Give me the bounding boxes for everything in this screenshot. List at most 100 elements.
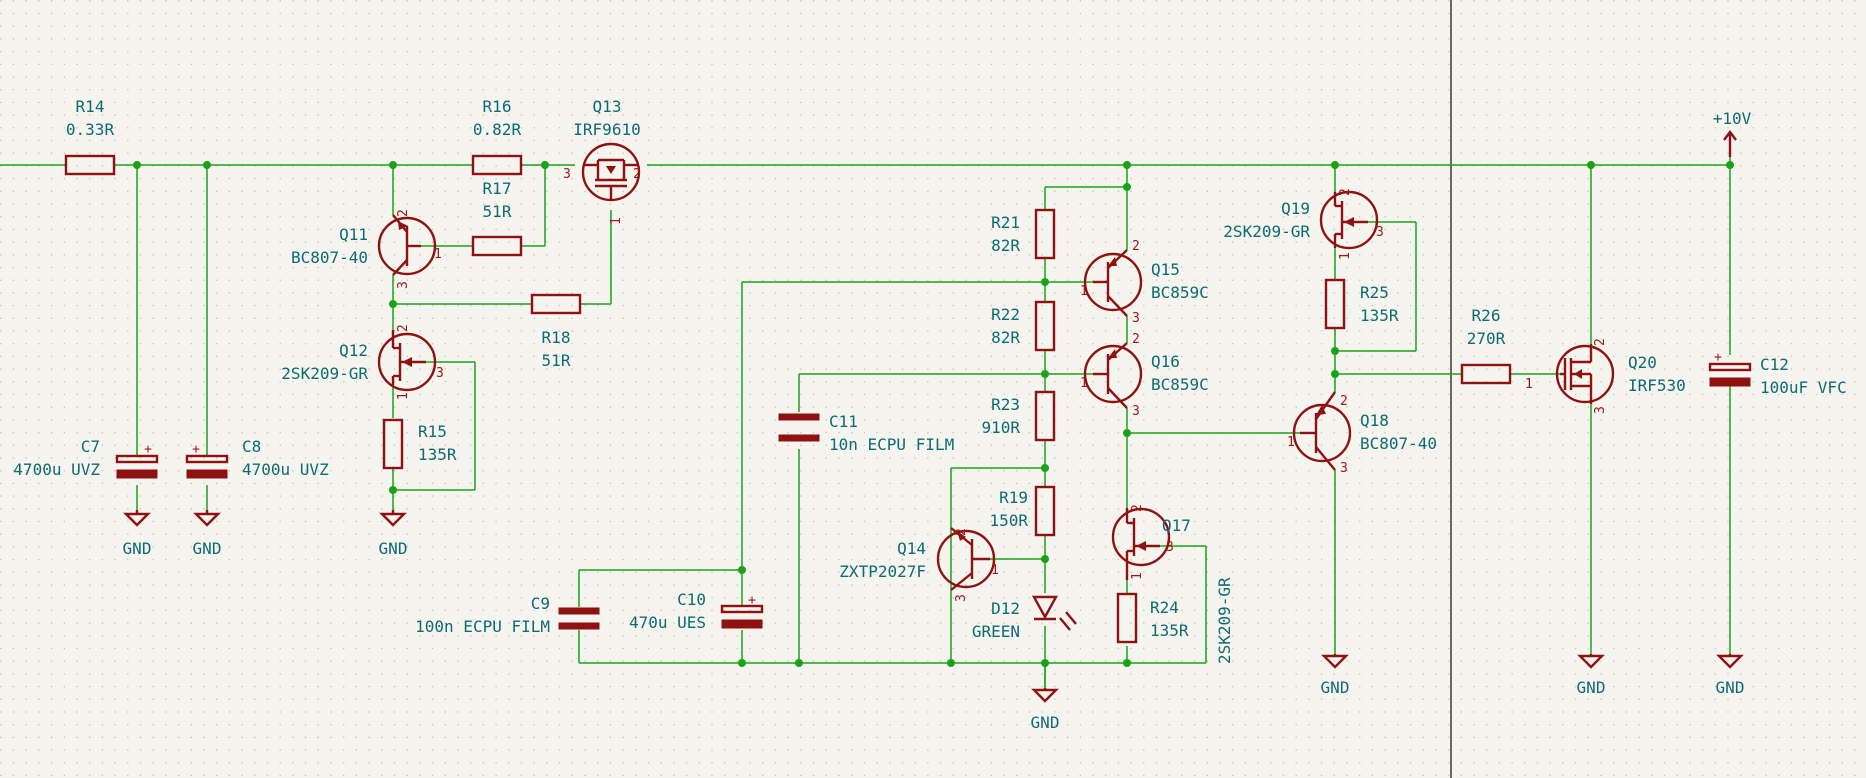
R26-ref: R26	[1472, 306, 1501, 325]
gnd-label: GND	[1321, 678, 1350, 697]
Q13-value: IRF9610	[573, 120, 640, 139]
Q18-pin2: 2	[1340, 394, 1348, 409]
Q15-value: BC859C	[1151, 283, 1209, 302]
Q20-value: IRF530	[1628, 376, 1686, 395]
resistor-R14[interactable]: R14 0.33R	[64, 97, 116, 176]
resistor-R25[interactable]: R25 135R	[1324, 278, 1399, 330]
gnd-label: GND	[1716, 678, 1745, 697]
C7-ref: C7	[81, 437, 100, 456]
Q18-pin1: 1	[1287, 435, 1295, 450]
transistor-Q18[interactable]: 1 2 3 Q18 BC807-40	[1287, 391, 1437, 476]
C11-ref: C11	[829, 412, 858, 431]
jfet-Q19[interactable]: 3 2 1 Q19 2SK209-GR	[1223, 188, 1384, 260]
Q18-ref: Q18	[1360, 411, 1389, 430]
resistor-R16[interactable]: R16 0.82R	[471, 97, 523, 176]
Q14-value: ZXTP2027F	[839, 562, 926, 581]
resistor-R18[interactable]: R18 51R	[530, 293, 582, 370]
Q19-ref: Q19	[1281, 199, 1310, 218]
mosfet-Q20[interactable]: 1 2 3 Q20 IRF530	[1525, 338, 1686, 414]
Q14-pin3: 3	[954, 594, 969, 602]
gnd-label: GND	[193, 539, 222, 558]
Q20-pin1: 1	[1525, 377, 1533, 392]
resistor-R24[interactable]: R24 135R	[1116, 592, 1189, 644]
resistor-R17[interactable]: R17 51R	[471, 179, 523, 257]
resistor-R15[interactable]: R15 135R	[382, 418, 457, 470]
capacitor-C7[interactable]: + C7 4700u UVZ	[13, 437, 159, 479]
gnd-C8[interactable]: GND	[193, 510, 222, 558]
Q12-ref: Q12	[339, 341, 368, 360]
mosfet-Q13[interactable]: 3 2 1 Q13 IRF9610	[563, 97, 641, 225]
R18-ref: R18	[542, 328, 571, 347]
gnd-Q20[interactable]: GND	[1577, 654, 1606, 697]
Q19-pin2: 2	[1338, 188, 1353, 196]
C8-ref: C8	[242, 437, 261, 456]
led-D12[interactable]: D12 GREEN	[972, 595, 1077, 641]
resistor-R23[interactable]: R23 910R	[981, 390, 1056, 442]
Q11-pin3: 3	[396, 281, 411, 289]
capacitor-C12[interactable]: + C12 100uF VFC	[1708, 350, 1847, 397]
Q20-pin3: 3	[1593, 406, 1608, 414]
capacitor-C10[interactable]: + C10 470u UES	[629, 590, 764, 632]
Q17-pin1: 1	[1130, 572, 1145, 580]
R18-value: 51R	[542, 351, 571, 370]
Q12-value: 2SK209-GR	[281, 364, 368, 383]
R14-value: 0.33R	[66, 120, 115, 139]
C10-value: 470u UES	[629, 613, 706, 632]
capacitor-C9[interactable]: C9 100n ECPU FILM	[415, 594, 600, 636]
Q11-ref: Q11	[339, 225, 368, 244]
Q18-pin3: 3	[1340, 461, 1348, 476]
Q15-pin2: 2	[1132, 239, 1140, 254]
R17-ref: R17	[483, 179, 512, 198]
capacitor-C8[interactable]: + C8 4700u UVZ	[185, 437, 329, 479]
Q13-pin3: 3	[563, 167, 571, 182]
gnd-label: GND	[1031, 713, 1060, 732]
R21-ref: R21	[991, 213, 1020, 232]
Q11-pin2: 2	[396, 209, 411, 217]
R23-ref: R23	[991, 395, 1020, 414]
Q14-pin2: 2	[954, 528, 969, 536]
transistor-Q11[interactable]: 1 2 3 Q11 BC807-40	[291, 209, 442, 289]
R19-value: 150R	[989, 511, 1028, 530]
transistor-Q14[interactable]: 1 2 3 Q14 ZXTP2027F	[839, 527, 999, 602]
C7-value: 4700u UVZ	[13, 460, 100, 479]
resistor-R19[interactable]: R19 150R	[989, 485, 1056, 537]
C12-ref: C12	[1760, 355, 1789, 374]
gnd-Q12[interactable]: GND	[379, 510, 408, 558]
Q12-pin2: 2	[396, 324, 411, 332]
transistor-Q15[interactable]: 1 2 3 Q15 BC859C	[1080, 239, 1209, 326]
resistor-R26[interactable]: R26 270R	[1460, 306, 1512, 385]
C9-value: 100n ECPU FILM	[415, 617, 550, 636]
Q15-ref: Q15	[1151, 260, 1180, 279]
R21-value: 82R	[991, 236, 1020, 255]
gnd-center[interactable]: GND	[1031, 688, 1060, 732]
C8-value: 4700u UVZ	[242, 460, 329, 479]
R16-value: 0.82R	[473, 120, 522, 139]
Q16-pin3: 3	[1132, 404, 1140, 419]
resistor-R21[interactable]: R21 82R	[991, 208, 1056, 260]
jfet-Q17[interactable]: 3 2 1 Q17 2SK209-GR	[1111, 504, 1234, 664]
Q20-pin2: 2	[1593, 338, 1608, 346]
gnd-C7[interactable]: GND	[123, 510, 152, 558]
gnd-C12[interactable]: GND	[1716, 654, 1745, 697]
Q19-pin1: 1	[1338, 252, 1353, 260]
C10-plus: +	[748, 593, 756, 608]
R22-ref: R22	[991, 305, 1020, 324]
Q16-pin1: 1	[1080, 376, 1088, 391]
R19-ref: R19	[999, 488, 1028, 507]
gnd-Q18[interactable]: GND	[1321, 654, 1350, 697]
R23-value: 910R	[981, 418, 1020, 437]
Q17-ref: Q17	[1162, 516, 1191, 535]
jfet-Q12[interactable]: 3 2 1 Q12 2SK209-GR	[281, 324, 444, 400]
gnd-label: GND	[123, 539, 152, 558]
Q19-value: 2SK209-GR	[1223, 222, 1310, 241]
resistor-R22[interactable]: R22 82R	[991, 300, 1056, 352]
transistor-Q16[interactable]: 1 2 3 Q16 BC859C	[1080, 332, 1209, 419]
R17-value: 51R	[483, 202, 512, 221]
R26-value: 270R	[1467, 329, 1506, 348]
Q11-pin1: 1	[434, 247, 442, 262]
power-10v[interactable]: +10V	[1713, 109, 1752, 157]
Q14-pin1: 1	[991, 563, 999, 578]
capacitor-C11[interactable]: C11 10n ECPU FILM	[778, 412, 954, 454]
